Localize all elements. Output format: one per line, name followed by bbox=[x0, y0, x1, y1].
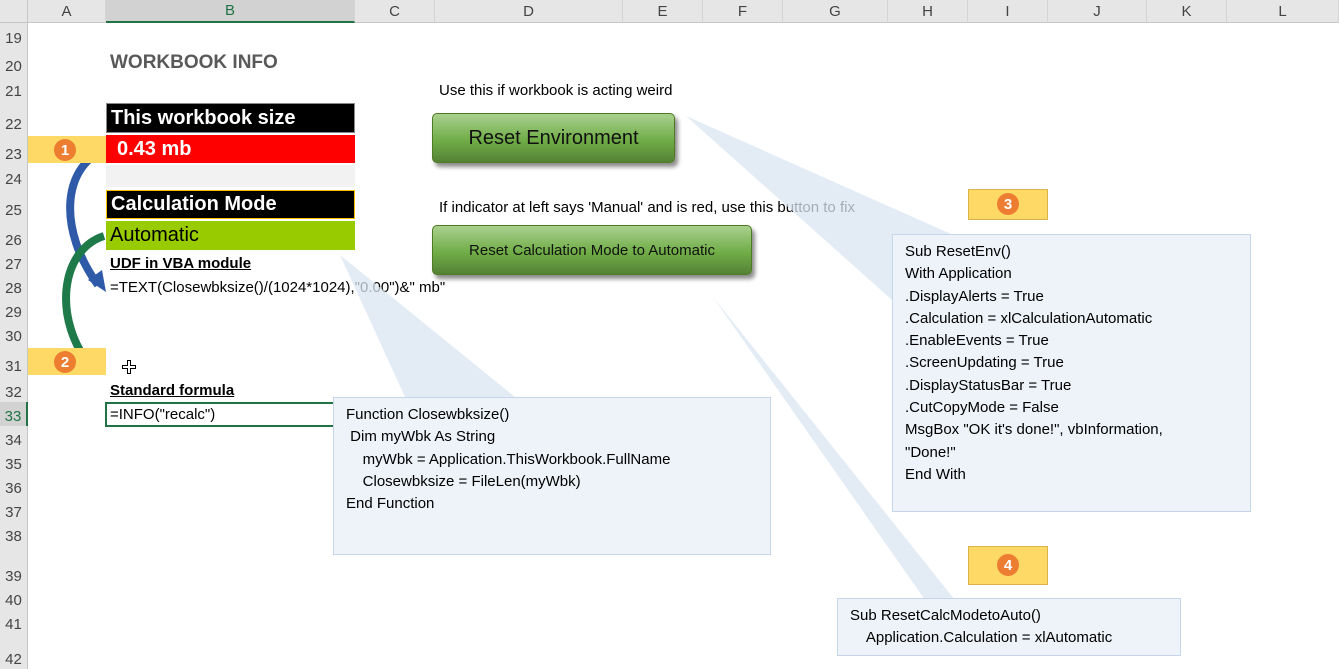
code-line: .DisplayAlerts = True bbox=[905, 287, 1044, 305]
row-header-38[interactable]: 38 bbox=[0, 522, 28, 546]
row-header-23[interactable]: 23 bbox=[0, 134, 28, 164]
calc-note: If indicator at left says 'Manual' and i… bbox=[439, 199, 855, 216]
badge-2: 2 bbox=[54, 351, 76, 373]
cell-cursor-icon bbox=[122, 360, 136, 374]
row-header-34[interactable]: 34 bbox=[0, 426, 28, 450]
closewbksize-code-box: Function Closewbksize() Dim myWbk As Str… bbox=[333, 397, 771, 555]
workbook-size-header: This workbook size bbox=[106, 103, 355, 133]
row-header-30[interactable]: 30 bbox=[0, 322, 28, 346]
row-header-25[interactable]: 25 bbox=[0, 189, 28, 220]
column-header-a[interactable]: A bbox=[28, 0, 106, 23]
row-header-37[interactable]: 37 bbox=[0, 498, 28, 522]
code-line: End Function bbox=[346, 495, 435, 513]
column-header-f[interactable]: F bbox=[703, 0, 783, 23]
workbook-info-title: WORKBOOK INFO bbox=[110, 52, 278, 73]
column-header-k[interactable]: K bbox=[1147, 0, 1227, 23]
code-line: Application.Calculation = xlAutomatic bbox=[850, 629, 1113, 647]
code-line: With Application bbox=[905, 265, 1012, 283]
row-header-33[interactable]: 33 bbox=[0, 402, 28, 426]
code-line: Sub ResetEnv() bbox=[905, 243, 1011, 260]
code-line: myWbk = Application.ThisWorkbook.FullNam… bbox=[346, 450, 671, 468]
column-header-j[interactable]: J bbox=[1048, 0, 1147, 23]
column-header-e[interactable]: E bbox=[623, 0, 703, 23]
row-header-28[interactable]: 28 bbox=[0, 274, 28, 298]
spacer-cell bbox=[106, 165, 355, 187]
row-header-19[interactable]: 19 bbox=[0, 23, 28, 48]
reset-calculation-mode-button[interactable]: Reset Calculation Mode to Automatic bbox=[432, 225, 752, 275]
select-all-corner[interactable] bbox=[0, 0, 28, 23]
calculation-mode-header: Calculation Mode bbox=[106, 190, 355, 219]
resetcalc-code-box: Sub ResetCalcModetoAuto() Application.Ca… bbox=[837, 598, 1181, 656]
row-header-36[interactable]: 36 bbox=[0, 474, 28, 498]
column-header-h[interactable]: H bbox=[888, 0, 968, 23]
code-line: Dim myWbk As String bbox=[346, 428, 496, 446]
column-header-g[interactable]: G bbox=[783, 0, 888, 23]
resetenv-code-box: Sub ResetEnv() With Application .Display… bbox=[892, 234, 1251, 512]
code-line: Sub ResetCalcModetoAuto() bbox=[850, 607, 1041, 624]
row-header-35[interactable]: 35 bbox=[0, 450, 28, 474]
badge-1: 1 bbox=[54, 139, 76, 161]
row-header-22[interactable]: 22 bbox=[0, 101, 28, 134]
callout-pointer-code bbox=[340, 255, 515, 397]
calculation-mode-value: Automatic bbox=[106, 221, 355, 250]
workbook-size-value: 0.43 mb bbox=[106, 135, 355, 163]
row-header-42[interactable]: 42 bbox=[0, 634, 28, 669]
callout-pointer-3 bbox=[686, 116, 960, 300]
code-line: .Calculation = xlCalculationAutomatic bbox=[905, 309, 1153, 327]
column-header-c[interactable]: C bbox=[355, 0, 435, 23]
code-line: MsgBox "OK it's done!", vbInformation, bbox=[905, 421, 1163, 439]
badge-3: 3 bbox=[997, 193, 1019, 215]
standard-formula[interactable]: =INFO("recalc") bbox=[110, 406, 216, 423]
row-header-21[interactable]: 21 bbox=[0, 76, 28, 101]
udf-label: UDF in VBA module bbox=[110, 255, 252, 272]
row-header-41[interactable]: 41 bbox=[0, 610, 28, 634]
row-header-32[interactable]: 32 bbox=[0, 376, 28, 402]
row-header-27[interactable]: 27 bbox=[0, 250, 28, 274]
code-line: Function Closewbksize() bbox=[346, 406, 510, 423]
row-header-24[interactable]: 24 bbox=[0, 164, 28, 189]
column-header-d[interactable]: D bbox=[435, 0, 623, 23]
row-header-26[interactable]: 26 bbox=[0, 220, 28, 250]
row-header-40[interactable]: 40 bbox=[0, 586, 28, 610]
reset-environment-button[interactable]: Reset Environment bbox=[432, 113, 675, 163]
row-header-39[interactable]: 39 bbox=[0, 546, 28, 586]
arrow-1-head bbox=[88, 270, 106, 292]
row-header-31[interactable]: 31 bbox=[0, 346, 28, 376]
code-line: .EnableEvents = True bbox=[905, 332, 1049, 350]
row-header-20[interactable]: 20 bbox=[0, 48, 28, 76]
row-header-29[interactable]: 29 bbox=[0, 298, 28, 322]
column-header-b[interactable]: B bbox=[106, 0, 355, 23]
code-line: "Done!" bbox=[905, 443, 956, 461]
code-line: .DisplayStatusBar = True bbox=[905, 376, 1072, 394]
column-header-i[interactable]: I bbox=[968, 0, 1048, 23]
code-line: Closewbksize = FileLen(myWbk) bbox=[346, 472, 581, 490]
badge-4: 4 bbox=[997, 554, 1019, 576]
code-line: .CutCopyMode = False bbox=[905, 399, 1059, 417]
code-line: End With bbox=[905, 465, 966, 483]
reset-note: Use this if workbook is acting weird bbox=[439, 82, 673, 99]
standard-formula-label: Standard formula bbox=[110, 382, 235, 399]
callout-pointer-4 bbox=[713, 297, 955, 600]
code-line: .ScreenUpdating = True bbox=[905, 354, 1064, 372]
